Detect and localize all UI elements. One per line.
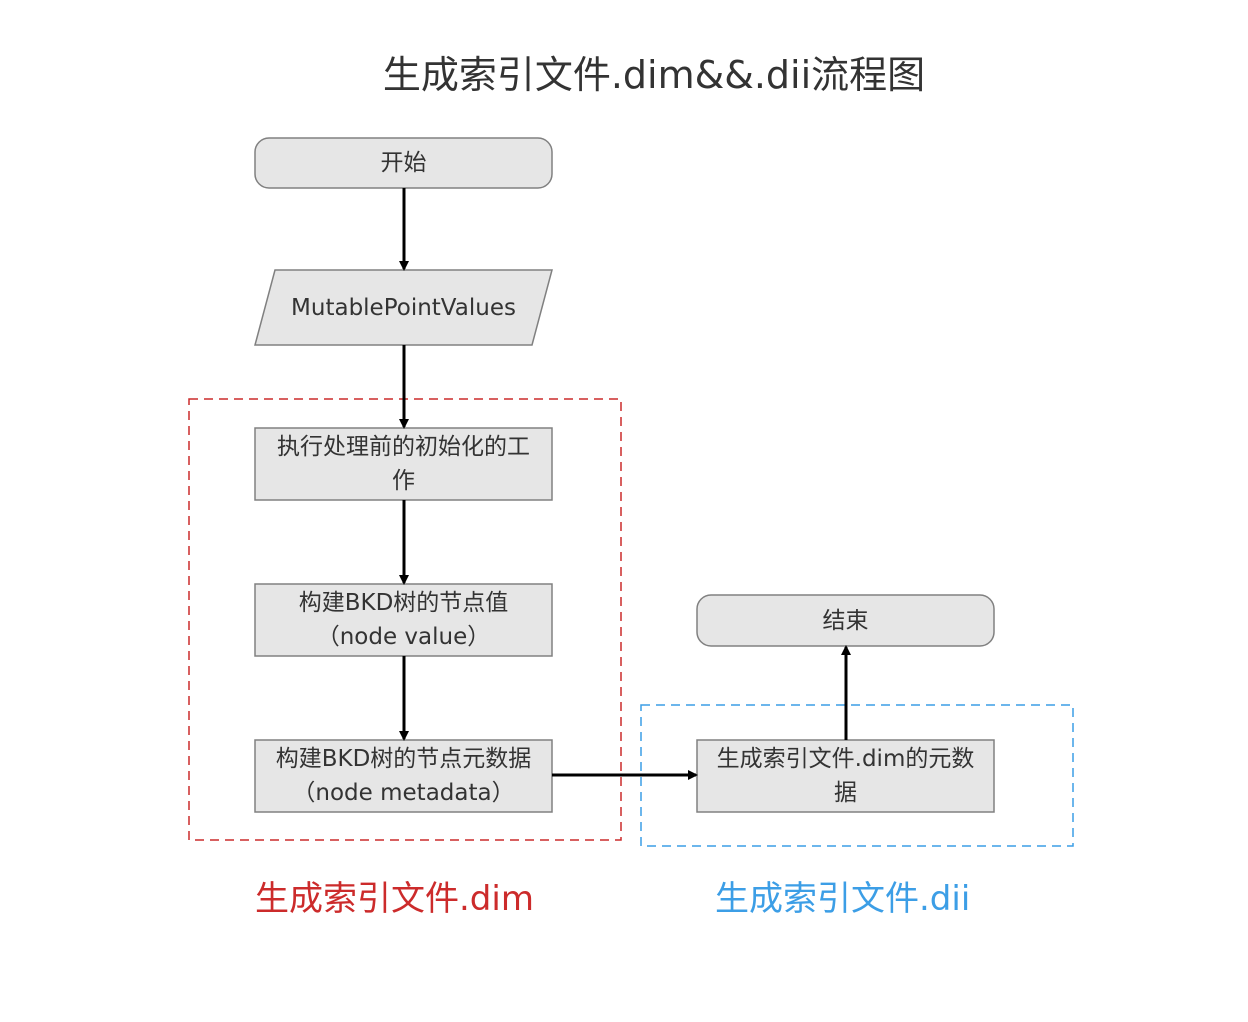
start-node: 开始 [255,138,552,188]
end-node: 结束 [697,595,994,646]
dim-meta-label-line1: 生成索引文件.dim的元数 [716,746,975,772]
dim-group-label: 生成索引文件.dim [255,879,534,919]
dii-group-label: 生成索引文件.dii [715,879,971,919]
node-value-node: 构建BKD树的节点值 （node value） [255,584,552,656]
node-metadata-label-line1: 构建BKD树的节点元数据 [275,746,532,772]
diagram-title: 生成索引文件.dim&&.dii流程图 [382,53,926,97]
init-node: 执行处理前的初始化的工 作 [255,428,552,500]
init-node-label-line1: 执行处理前的初始化的工 [277,434,530,460]
dim-meta-shape [696,739,995,813]
node-value-label-line2: （node value） [316,624,491,650]
node-value-label-line1: 构建BKD树的节点值 [298,590,509,616]
input-shape [254,269,553,346]
node-metadata-label-line2: （node metadata） [292,780,515,806]
init-shape [254,427,553,501]
input-node-label: MutablePointValues [291,294,516,321]
node-metadata-node: 构建BKD树的节点元数据 （node metadata） [255,740,552,812]
input-node: MutablePointValues [255,270,552,345]
node-value-shape [254,583,553,657]
dim-meta-label-line2: 据 [834,780,857,806]
dim-meta-node: 生成索引文件.dim的元数 据 [697,740,994,812]
end-node-label: 结束 [822,607,869,634]
init-node-label-line2: 作 [392,468,415,494]
dii-group-box [640,704,1074,847]
start-node-label: 开始 [380,150,427,176]
